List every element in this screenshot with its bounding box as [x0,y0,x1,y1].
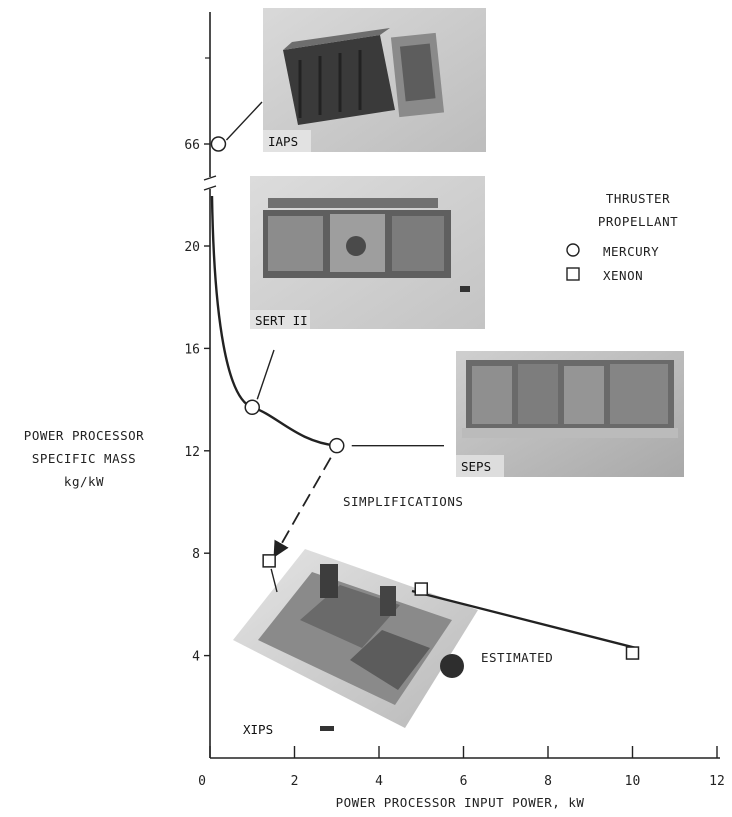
y-tick-label: 4 [192,650,200,665]
y-tick-label: 12 [184,445,200,460]
xenon-estimated-line [411,589,637,650]
legend-title-line2: PROPELLANT [598,214,678,229]
xenon-point-xips [262,554,276,568]
annotation-estimated: ESTIMATED [481,650,553,665]
x-tick-label: 8 [544,774,552,789]
y-tick-label: 16 [184,342,200,357]
xips-photo-label: XIPS [243,722,273,737]
legend-title-line1: THRUSTER [606,191,670,206]
mercury-point-iaps [210,136,227,152]
simplifications-arrow [273,457,332,558]
y-axis-title-line1: POWER PROCESSOR [24,428,144,443]
x-tick-label: 0 [198,774,206,789]
data-markers [210,136,640,660]
y-tick-label: 8 [192,547,200,562]
x-tick-label: 10 [625,774,641,789]
annotation-simplifications: SIMPLIFICATIONS [343,494,463,509]
y-axis-break [203,175,217,191]
y-tick-label: 20 [184,240,200,255]
x-tick-label: 2 [291,774,299,789]
xenon-point-10kw [625,646,640,660]
trend-curves [210,101,637,650]
mercury-trend-curve [210,195,337,447]
x-tick-label: 12 [709,774,725,789]
y-axis-title-line2: SPECIFIC MASS [32,451,136,466]
seps-photo: SEPS [456,351,684,477]
xenon-point-5kw [414,582,428,596]
seps-photo-label: SEPS [461,459,491,474]
x-tick-label: 4 [375,774,383,789]
iaps-photo-label: IAPS [268,134,298,149]
sert-leader-line [256,349,275,400]
xips-photo [233,549,478,731]
xips-leader-line [270,568,278,593]
legend: THRUSTER PROPELLANT MERCURY XENON [566,191,678,283]
x-ticks: 0 2 4 6 8 10 12 [198,746,725,789]
x-axis-title: POWER PROCESSOR INPUT POWER, kW [336,795,585,810]
sert-photo-label: SERT II [255,313,308,328]
legend-entry-xenon: XENON [603,268,643,283]
legend-circle-icon [566,243,580,257]
iaps-leader-line [225,101,263,141]
y-ticks: 4 8 12 16 20 66 [184,57,210,665]
legend-entry-mercury: MERCURY [603,244,659,259]
x-tick-label: 6 [460,774,468,789]
mercury-point-sert-ii [244,399,260,416]
y-axis-title-line3: kg/kW [64,474,104,489]
sert-photo: SERT II [250,176,485,329]
y-tick-label: 66 [184,138,200,153]
legend-square-icon [566,267,580,281]
mercury-point-seps [329,437,345,454]
iaps-photo: IAPS [263,8,486,152]
